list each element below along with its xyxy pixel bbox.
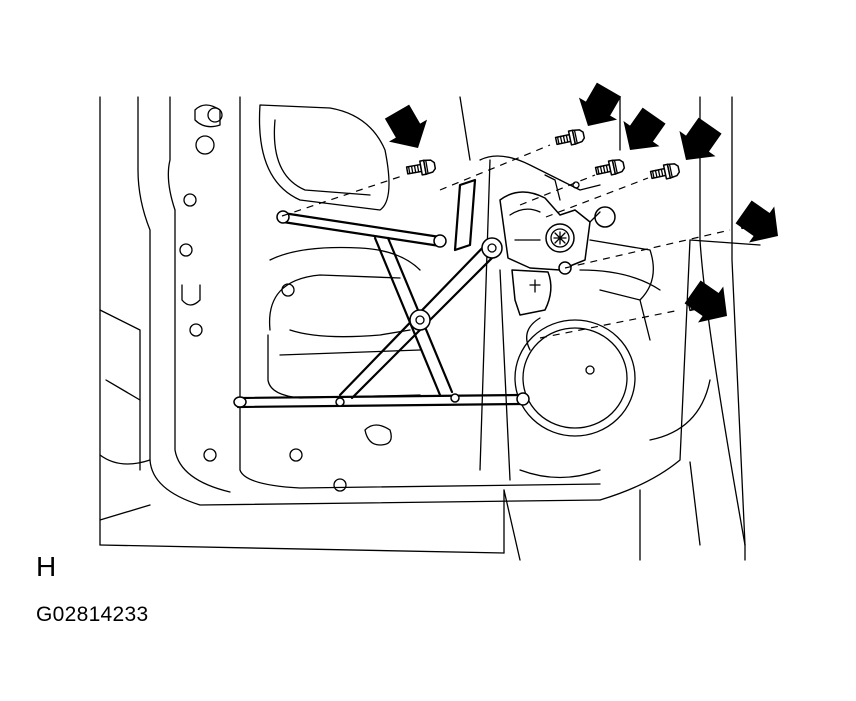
bolt-icon: [554, 127, 586, 149]
figure-letter: H: [36, 551, 57, 582]
arrow-icon: [667, 112, 729, 173]
bolt-icon: [405, 157, 437, 179]
arrow-icon: [377, 100, 438, 159]
arrow-icon: [568, 78, 629, 137]
inner-panel: [258, 96, 661, 481]
door-frame: [99, 96, 761, 561]
bolt-icon: [649, 161, 681, 183]
window-motor: [499, 174, 616, 316]
arrow-icon: [730, 193, 791, 255]
panel-holes: [179, 104, 595, 492]
arrow-icon: [611, 102, 673, 163]
window-regulator: [233, 178, 530, 409]
bolt-icon: [594, 157, 626, 179]
speaker-opening: [514, 317, 636, 437]
leader-lines: [281, 144, 731, 339]
arrows: [377, 78, 791, 335]
figure-code: G02814233: [36, 603, 149, 626]
